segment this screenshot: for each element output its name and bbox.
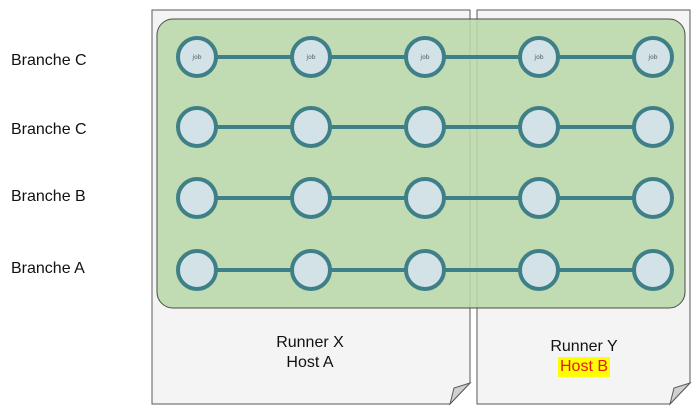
branch-label-row-3: Branche B (11, 188, 86, 205)
branch-label-row-4: Branche A (11, 260, 85, 277)
job-node-row-1-col-5 (632, 36, 674, 78)
job-node-row-4-col-1 (176, 249, 218, 291)
job-node-label: job (647, 54, 657, 61)
jobs-group-container (156, 18, 686, 309)
job-node-row-1-col-2 (290, 36, 332, 78)
job-node-row-4-col-3 (404, 249, 446, 291)
job-node-row-3-col-3 (404, 177, 446, 219)
runner-x-host: Host A (286, 354, 334, 371)
runner-x-name: Runner X (276, 334, 344, 351)
runner-y-name: Runner Y (550, 338, 618, 355)
job-node-label: job (191, 54, 201, 61)
job-node-row-2-col-5 (632, 106, 674, 148)
job-node-row-1-col-3 (404, 36, 446, 78)
runner-y-label: Runner Y Host B (524, 337, 644, 377)
job-node-row-1-col-4 (518, 36, 560, 78)
runner-x-page-fold (449, 381, 472, 406)
runner-y-page-fold (669, 381, 692, 406)
job-node-label: job (419, 54, 429, 61)
job-node-row-2-col-1 (176, 106, 218, 148)
job-node-row-3-col-1 (176, 177, 218, 219)
job-node-row-1-col-1 (176, 36, 218, 78)
job-node-row-3-col-2 (290, 177, 332, 219)
runner-y-host: Host B (557, 357, 610, 377)
job-node-row-4-col-5 (632, 249, 674, 291)
job-node-row-4-col-4 (518, 249, 560, 291)
job-node-row-2-col-3 (404, 106, 446, 148)
branch-rows: job job job job job (176, 36, 674, 291)
branch-label-row-2: Branche C (11, 121, 87, 138)
runner-x-label: Runner X Host A (250, 333, 370, 373)
job-node-row-2-col-2 (290, 106, 332, 148)
job-node-row-2-col-4 (518, 106, 560, 148)
branch-label-row-1: Branche C (11, 52, 87, 69)
job-node-row-3-col-4 (518, 177, 560, 219)
job-node-label: job (533, 54, 543, 61)
job-node-row-4-col-2 (290, 249, 332, 291)
job-node-row-3-col-5 (632, 177, 674, 219)
job-node-label: job (305, 54, 315, 61)
